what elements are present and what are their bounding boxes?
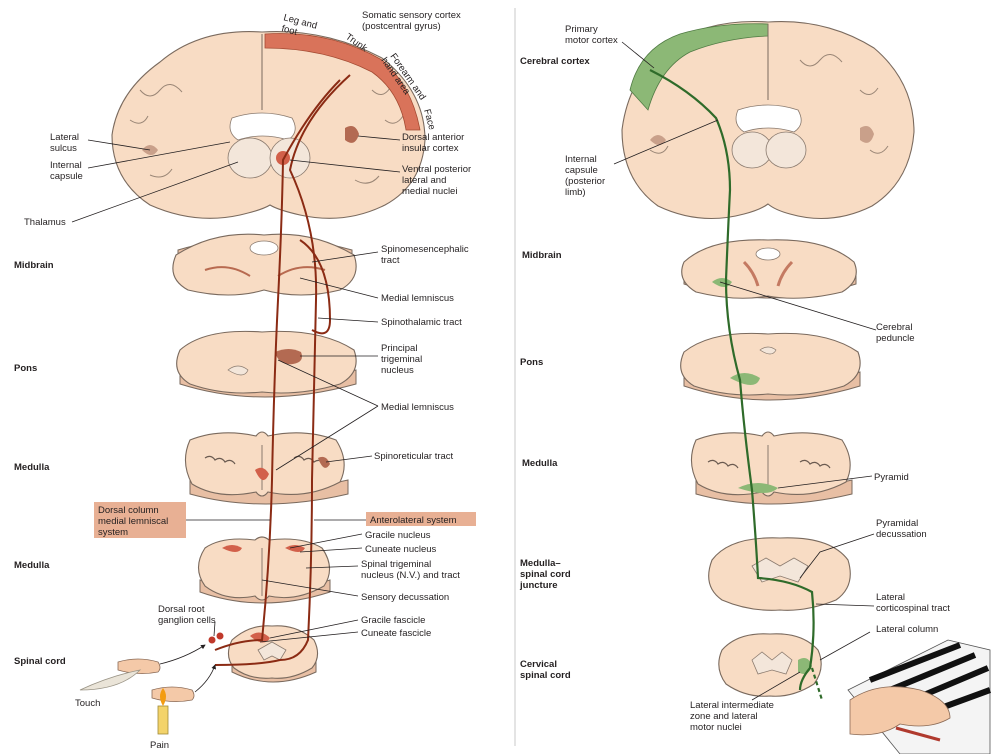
- label-pyr-decussation-2: decussation: [876, 529, 927, 540]
- label-int-capsule-r-3: (posterior: [565, 176, 605, 187]
- label-somatic-2: (postcentral gyrus): [362, 21, 441, 32]
- hand-pain: [152, 687, 194, 702]
- label-spinothalamic: Spinothalamic tract: [381, 317, 462, 328]
- level-cervical-1: Cervical: [520, 659, 557, 670]
- level-cerebral-cortex: Cerebral cortex: [520, 56, 590, 67]
- level-cervical-2: spinal cord: [520, 670, 571, 681]
- label-gracile-nucleus: Gracile nucleus: [365, 530, 431, 541]
- label-principal-trigeminal-2: trigeminal: [381, 354, 422, 365]
- label-spinoreticular: Spinoreticular tract: [374, 451, 454, 462]
- label-lateral-cst-2: corticospinal tract: [876, 603, 950, 614]
- level-pons-right: Pons: [520, 357, 543, 368]
- label-cerebral-peduncle-2: peduncle: [876, 333, 915, 344]
- label-lat-intermediate-2: zone and lateral: [690, 711, 758, 722]
- label-sensory-decussation: Sensory decussation: [361, 592, 449, 603]
- label-lat-intermediate-3: motor nuclei: [690, 722, 742, 733]
- label-pain: Pain: [150, 740, 169, 751]
- label-principal-trigeminal-3: nucleus: [381, 365, 414, 376]
- level-juncture-2: spinal cord: [520, 569, 571, 580]
- label-lateral-column: Lateral column: [876, 624, 938, 635]
- label-drg-2: ganglion cells: [158, 615, 216, 626]
- label-int-capsule-r-1: Internal: [565, 154, 597, 165]
- label-spinomesencephalic-2: tract: [381, 255, 400, 266]
- label-dorsal-column-1: Dorsal column: [98, 505, 159, 516]
- candle-icon: [158, 706, 168, 734]
- right-medulla-section: [691, 432, 852, 504]
- label-lat-intermediate-1: Lateral intermediate: [690, 700, 774, 711]
- label-somatic-1: Somatic sensory cortex: [362, 10, 461, 21]
- feather-icon: [80, 670, 140, 690]
- label-gracile-fascicle: Gracile fascicle: [361, 615, 425, 626]
- left-midbrain-section: [173, 234, 356, 295]
- level-juncture-1: Medulla–: [520, 558, 561, 569]
- label-vpl-2: lateral and: [402, 175, 446, 186]
- label-anterolateral: Anterolateral system: [370, 515, 457, 526]
- label-vpl-3: medial nuclei: [402, 186, 457, 197]
- label-int-capsule-r-4: limb): [565, 187, 586, 198]
- label-cuneate-fascicle: Cuneate fascicle: [361, 628, 431, 639]
- right-cervical-section: [719, 634, 821, 696]
- left-spinal-cord-section: [228, 626, 317, 682]
- label-primary-motor-1: Primary: [565, 24, 598, 35]
- label-primary-motor-2: motor cortex: [565, 35, 618, 46]
- label-drg-1: Dorsal root: [158, 604, 205, 615]
- label-medial-lemniscus-2: Medial lemniscus: [381, 402, 454, 413]
- label-dorsal-column-2: medial lemniscal: [98, 516, 168, 527]
- level-medulla-right: Medulla: [522, 458, 558, 469]
- label-medial-lemniscus-1: Medial lemniscus: [381, 293, 454, 304]
- label-dorsal-column-3: system: [98, 527, 128, 538]
- level-medulla-upper-left: Medulla: [14, 462, 50, 473]
- label-int-capsule-r-2: capsule: [565, 165, 598, 176]
- label-dorsal-insular-2: insular cortex: [402, 143, 459, 154]
- label-lateral-sulcus-2: sulcus: [50, 143, 77, 154]
- label-touch: Touch: [75, 698, 100, 709]
- left-pons-section: [177, 331, 356, 397]
- label-thalamus: Thalamus: [24, 217, 66, 228]
- label-spinal-trigeminal-1: Spinal trigeminal: [361, 559, 431, 570]
- left-panel-sensory: Midbrain Pons Medulla Medulla Spinal cor…: [14, 10, 476, 751]
- right-pons-section: [681, 333, 860, 400]
- label-spinal-trigeminal-2: nucleus (N.V.) and tract: [361, 570, 460, 581]
- level-medulla-lower-left: Medulla: [14, 560, 50, 571]
- label-vpl-1: Ventral posterior: [402, 164, 471, 175]
- level-spinal-cord-left: Spinal cord: [14, 656, 66, 667]
- label-principal-trigeminal-1: Principal: [381, 343, 417, 354]
- left-upper-medulla-section: [185, 432, 348, 504]
- right-midbrain-section: [682, 240, 857, 298]
- label-lateral-cst-1: Lateral: [876, 592, 905, 603]
- right-panel-motor: Cerebral cortex Midbrain Pons Medulla Me…: [519, 22, 990, 754]
- label-pyr-decussation-1: Pyramidal: [876, 518, 918, 529]
- label-spinomesencephalic-1: Spinomesencephalic: [381, 244, 469, 255]
- level-juncture-3: juncture: [519, 580, 557, 591]
- level-midbrain-right: Midbrain: [522, 250, 562, 261]
- label-dorsal-insular-1: Dorsal anterior: [402, 132, 464, 143]
- label-internal-capsule-1: Internal: [50, 160, 82, 171]
- label-cerebral-peduncle-1: Cerebral: [876, 322, 912, 333]
- label-internal-capsule-2: capsule: [50, 171, 83, 182]
- level-midbrain-left: Midbrain: [14, 260, 54, 271]
- label-cuneate-nucleus: Cuneate nucleus: [365, 544, 437, 555]
- level-pons-left: Pons: [14, 363, 37, 374]
- right-brain-section: [622, 22, 914, 219]
- label-lateral-sulcus-1: Lateral: [50, 132, 79, 143]
- label-pyramid: Pyramid: [874, 472, 909, 483]
